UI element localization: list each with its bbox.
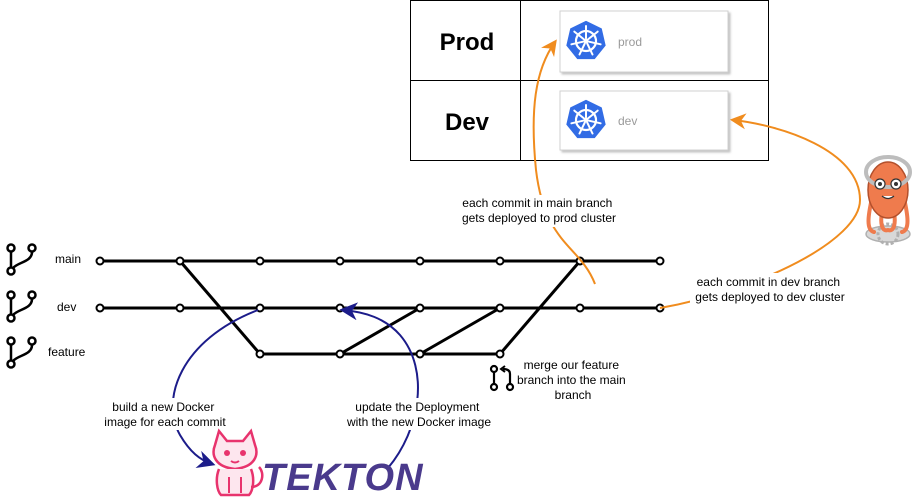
prod-env-label: Prod — [440, 29, 495, 56]
commit-node[interactable] — [495, 349, 505, 359]
commit-node[interactable] — [95, 256, 105, 266]
git-branch-icon — [6, 243, 37, 276]
git-merge-icon — [489, 364, 515, 392]
commit-node[interactable] — [335, 303, 345, 313]
feature-to-dev-line-1 — [339, 306, 421, 356]
commit-node[interactable] — [255, 256, 265, 266]
commit-node[interactable] — [335, 349, 345, 359]
git-graph — [100, 259, 660, 356]
main-deploy-arrow — [532, 39, 596, 285]
tekton-wordmark: TEKTON — [262, 457, 424, 498]
commit-node[interactable] — [255, 349, 265, 359]
commit-node[interactable] — [175, 303, 185, 313]
feature-to-dev-line-2 — [419, 306, 501, 356]
commit-node[interactable] — [415, 349, 425, 359]
branch-legend: main dev feature — [6, 243, 86, 369]
commit-node[interactable] — [175, 256, 185, 266]
branch-label-feature: feature — [48, 345, 86, 359]
commit-node[interactable] — [335, 256, 345, 266]
prod-cluster-card[interactable]: prod — [559, 10, 729, 73]
environment-table: Prod Dev prod — [410, 0, 769, 161]
tekton-cat-icon — [212, 428, 264, 497]
dev-cluster-card[interactable]: dev — [559, 90, 729, 151]
commit-node[interactable] — [575, 303, 585, 313]
merge-to-main-line — [498, 260, 582, 355]
dev-cluster-name: dev — [618, 114, 637, 128]
main-deploy-note: each commit in main branch gets deployed… — [462, 196, 616, 225]
dev-env-label: Dev — [445, 109, 490, 136]
git-branch-icon — [6, 290, 37, 323]
commit-node[interactable] — [495, 256, 505, 266]
branch-label-dev: dev — [57, 300, 76, 314]
kubernetes-icon — [564, 98, 608, 140]
build-note: build a new Docker image for each commit — [104, 400, 226, 429]
argo-logo — [864, 155, 912, 246]
commit-node[interactable] — [415, 303, 425, 313]
commit-node[interactable] — [655, 256, 665, 266]
prod-cluster-name: prod — [618, 35, 642, 49]
kubernetes-icon — [564, 19, 608, 61]
update-arrow — [339, 302, 419, 469]
branch-out-line — [178, 260, 262, 355]
branch-label-main: main — [55, 252, 81, 266]
tekton-logo: TEKTON — [212, 428, 424, 498]
commit-node[interactable] — [255, 303, 265, 313]
commit-node[interactable] — [415, 256, 425, 266]
dev-deploy-note: each commit in dev branch gets deployed … — [695, 275, 844, 304]
commit-node[interactable] — [495, 303, 505, 313]
commit-node[interactable] — [95, 303, 105, 313]
git-branch-icon — [6, 336, 37, 369]
merge-note: merge our feature branch into the main b… — [517, 358, 629, 402]
update-note: update the Deployment with the new Docke… — [346, 400, 491, 429]
